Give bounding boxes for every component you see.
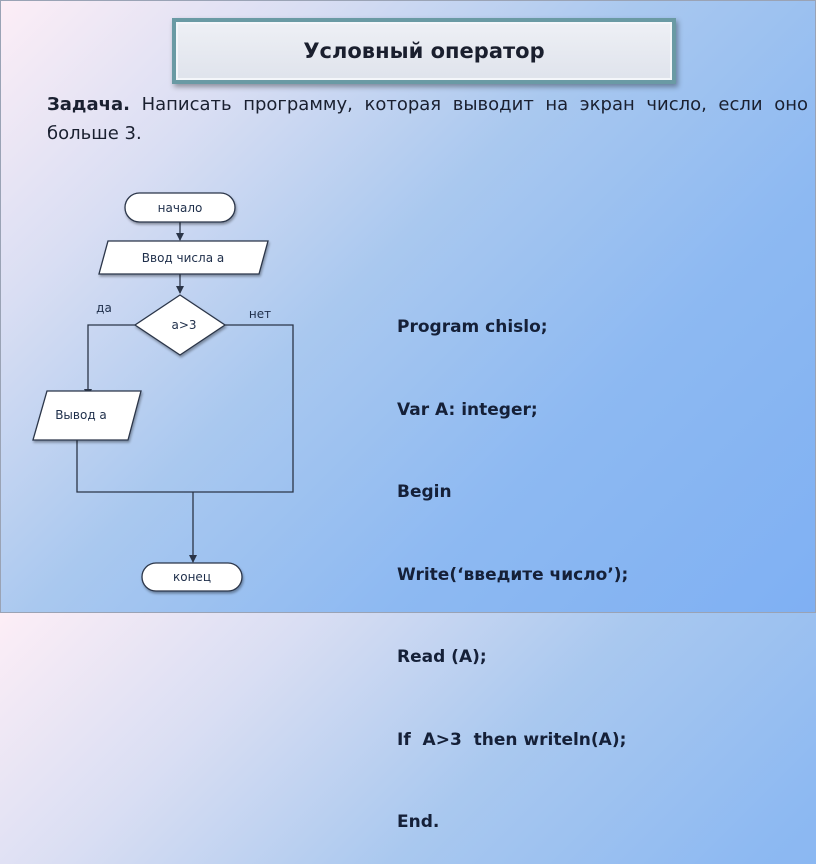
page-title: Условный оператор	[303, 39, 545, 63]
output-label: Вывод а	[55, 408, 107, 422]
code-line: Program chislo;	[397, 317, 548, 337]
yes-label: да	[96, 301, 112, 315]
start-label: начало	[158, 201, 203, 215]
input-block	[98, 240, 269, 275]
code-line: End.	[397, 812, 440, 832]
code-line: Begin	[397, 482, 452, 502]
code-line: Write(‘введите число’);	[397, 564, 629, 585]
task-text: Написать программу, которая выводит на э…	[47, 94, 808, 144]
end-terminal	[141, 562, 243, 592]
code-line: If A>3 then writeln(A);	[397, 729, 627, 750]
connector-no-branch	[193, 324, 294, 493]
task-label: Задача.	[47, 94, 130, 115]
condition-diamond	[133, 294, 227, 356]
input-label: Ввод числа а	[142, 251, 224, 265]
code-line: Read (A);	[397, 647, 487, 667]
code-line: Var A: integer;	[397, 399, 538, 420]
title-box: Условный оператор	[172, 18, 676, 84]
connector-output-merge	[76, 440, 193, 493]
flowchart: начало Ввод числа а а>3 да нет Вывод а к…	[32, 192, 294, 592]
code-listing: Program chislo; Var A: integer; Begin Wr…	[397, 259, 628, 864]
connector-yes-branch	[84, 324, 135, 397]
task-paragraph: Задача. Написать программу, которая выво…	[47, 90, 808, 148]
end-label: конец	[173, 570, 211, 584]
condition-label: а>3	[171, 318, 196, 332]
no-label: нет	[249, 307, 271, 321]
output-block	[32, 390, 142, 441]
start-terminal	[124, 192, 236, 223]
